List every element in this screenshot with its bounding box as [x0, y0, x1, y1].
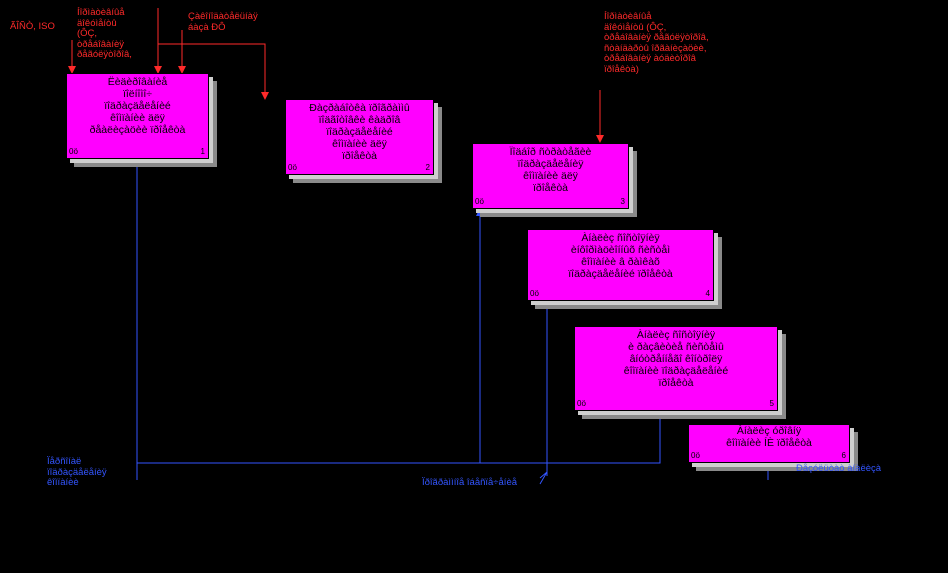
- activity-box-4[interactable]: Àíàëèç ñîñòîÿíèÿ èíôîðìàöèîííûõ ñèñòåì ê…: [527, 229, 714, 301]
- activity-text: Àíàëèç ñîñòîÿíèÿ èíôîðìàöèîííûõ ñèñòåì ê…: [568, 232, 673, 280]
- activity-box-1[interactable]: Ëèäèðîâàíèå ïîëíîìî÷ ïîäðàçäåëåíèé êîìïà…: [66, 73, 209, 159]
- activity-number: 1: [200, 147, 205, 156]
- mechanism-arrows: [133, 158, 800, 485]
- activity-code: 0ö: [69, 147, 78, 156]
- activity-code: 0ö: [475, 197, 484, 206]
- activity-box-3[interactable]: Ïîäáîð ñòðàòåãèè ïîäðàçäåëåíèÿ êîìïàíèè …: [472, 143, 629, 209]
- control-label-legislation: Çàêîíîäàòåëüíàÿ áàçà ÐÔ: [188, 11, 258, 33]
- activity-code: 0ö: [288, 163, 297, 172]
- mechanism-label-software: Ïðîãðàììíîå îáåñïå÷åíèå: [422, 477, 518, 488]
- output-label-analysis-result: Ðåçóëüòàò àíàëèçà: [796, 463, 882, 474]
- activity-number: 3: [620, 197, 625, 206]
- activity-box-5[interactable]: Àíàëèç ñîñòîÿíèÿ è ðàçâèòèå ñèñòåìû âíóò…: [574, 326, 778, 411]
- activity-text: Àíàëèç ñîñòîÿíèÿ è ðàçâèòèå ñèñòåìû âíóò…: [623, 329, 729, 389]
- control-arrows: [68, 8, 604, 143]
- activity-text: Ðàçðàáîòêà ïðîãðàììû ïîäãîòîâêè êàäðîâ ï…: [309, 102, 410, 162]
- activity-number: 4: [705, 289, 710, 298]
- activity-text: Àíàëèç óðîâíÿ êîìïàíèè ÍÈ ïðîåêòà: [726, 425, 812, 449]
- activity-code: 0ö: [530, 289, 539, 298]
- activity-box-6[interactable]: Àíàëèç óðîâíÿ êîìïàíèè ÍÈ ïðîåêòà 0ö 6: [688, 424, 850, 463]
- control-label-gost-iso: ÃÎÑÒ, ISO: [10, 21, 55, 32]
- activity-text: Ëèäèðîâàíèå ïîëíîìî÷ ïîäðàçäåëåíèé êîìïà…: [89, 76, 186, 136]
- activity-number: 2: [425, 163, 430, 172]
- control-label-regulatory-docs: Íîðìàòèâíûå äîêóìåíòû (ÔÇ, òðåáîâàíèÿ ðå…: [77, 7, 132, 60]
- activity-box-2[interactable]: Ðàçðàáîòêà ïðîãðàììû ïîäãîòîâêè êàäðîâ ï…: [285, 99, 434, 175]
- activity-number: 6: [841, 451, 846, 460]
- activity-code: 0ö: [577, 399, 586, 408]
- activity-code: 0ö: [691, 451, 700, 460]
- mechanism-label-staff: Ïåðñîíàë ïîäðàçäåëåíèÿ êîìïàíèè: [47, 456, 107, 488]
- activity-text: Ïîäáîð ñòðàòåãèè ïîäðàçäåëåíèÿ êîìïàíèè …: [509, 146, 592, 194]
- control-label-standards: Íîðìàòèâíûå äîêóìåíòû (ÔÇ, òðåáîâàíèÿ ðå…: [604, 11, 709, 75]
- activity-number: 5: [769, 399, 774, 408]
